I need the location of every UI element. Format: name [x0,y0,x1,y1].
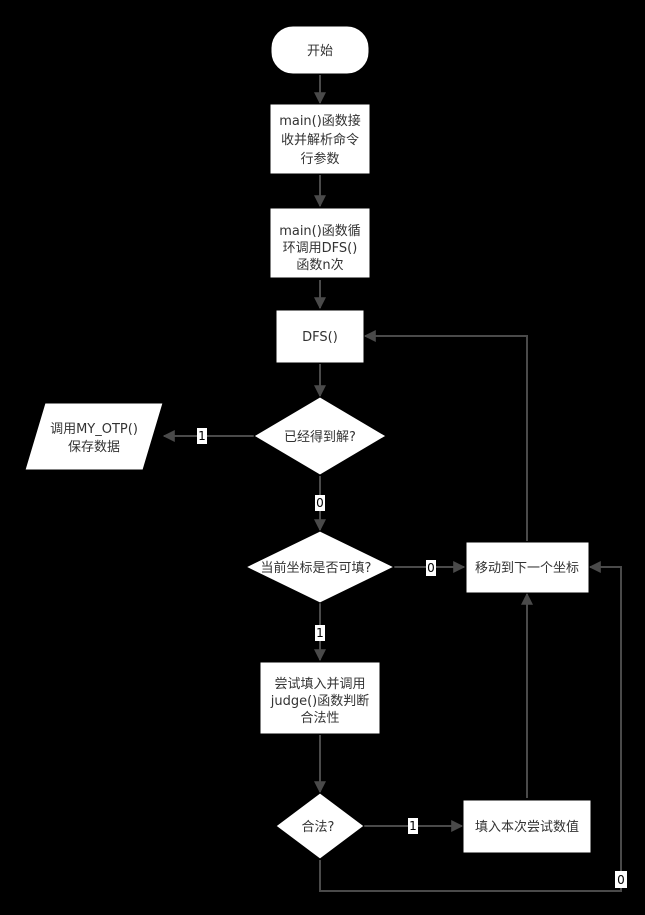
svg-text:1: 1 [198,429,206,443]
node-parse-args: main()函数接 收并解析命令 行参数 [269,103,371,175]
node-save-data: 调用MY_OTP() 保存数据 [24,402,164,471]
node-loop-dfs-line-2: 环调用DFS() [283,241,358,256]
node-fill-value: 填入本次尝试数值 [462,799,592,854]
node-start: 开始 [270,25,370,75]
node-fillable-decision: 当前坐标是否可填? [244,530,396,604]
edge-label-fillable-yes: 1 [315,625,325,641]
node-valid-decision: 合法? [275,792,365,860]
edge-valid-to-next [319,561,622,892]
svg-text:0: 0 [427,561,435,575]
node-parse-args-line-3: 行参数 [300,151,339,167]
node-next-coord-label: 移动到下一个坐标 [475,561,579,576]
node-loop-dfs: main()函数循 环调用DFS() 函数n次 [269,207,371,279]
node-next-coord: 移动到下一个坐标 [465,541,590,594]
node-solved-decision-label: 已经得到解? [284,429,356,445]
svg-text:1: 1 [409,819,417,833]
node-parse-args-line-1: main()函数接 [279,113,361,129]
node-start-label: 开始 [307,44,333,59]
edge-label-valid-no: 0 [615,871,627,888]
node-loop-dfs-line-3: 函数n次 [296,257,343,273]
edge-next-to-dfs [363,330,528,541]
svg-text:1: 1 [316,626,324,640]
node-try-fill-line-2: judge()函数判断 [270,694,370,709]
node-fill-value-label: 填入本次尝试数值 [475,819,579,835]
edge-label-solved-no: 0 [315,495,325,511]
svg-text:0: 0 [617,873,625,887]
svg-text:0: 0 [316,496,324,510]
node-try-fill-line-3: 合法性 [300,711,339,726]
node-save-data-line-2: 保存数据 [68,440,120,455]
node-solved-decision: 已经得到解? [253,396,387,476]
node-save-data-line-1: 调用MY_OTP() [50,422,138,437]
node-dfs-label: DFS() [302,330,338,345]
node-try-fill: 尝试填入并调用 judge()函数判断 合法性 [259,661,381,735]
edge-label-valid-yes: 1 [408,818,418,834]
edges [162,75,622,892]
node-dfs: DFS() [275,309,365,364]
node-valid-decision-label: 合法? [302,820,335,835]
node-try-fill-line-1: 尝试填入并调用 [274,677,365,692]
edge-labels: 1 0 0 1 1 0 [197,428,627,888]
node-fillable-decision-label: 当前坐标是否可填? [261,560,372,576]
edge-label-fillable-no: 0 [426,560,436,576]
edge-label-solved-yes: 1 [197,428,207,444]
node-loop-dfs-line-1: main()函数循 [279,224,361,239]
node-parse-args-line-2: 收并解析命令 [281,132,359,148]
